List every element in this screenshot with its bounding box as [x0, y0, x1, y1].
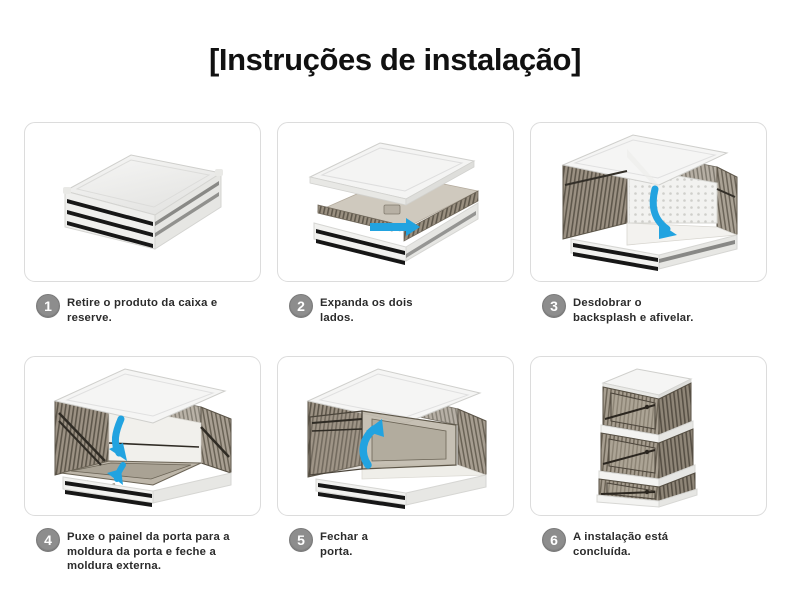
step-caption-2: 2 Expanda os dois lados.: [277, 282, 514, 348]
step-text-6: A instalação está concluída.: [573, 531, 669, 558]
close-door-illustration: [306, 368, 487, 509]
arrow-curve-down-lower-icon: [107, 462, 126, 485]
step-illustration-4: [24, 356, 261, 516]
step-badge-4: 4: [36, 528, 60, 552]
step-cell-2: 2 Expanda os dois lados.: [277, 122, 514, 348]
step-illustration-1: [24, 122, 261, 282]
step-caption-5: 5 Fechar a porta.: [277, 516, 514, 582]
step-text-1: Retire o produto da caixa e reserve.: [67, 297, 218, 324]
step-text-5: Fechar a porta.: [320, 531, 369, 558]
step-badge-6: 6: [542, 528, 566, 552]
pull-door-panel-illustration: [53, 368, 232, 507]
arrow-curve-down-icon: [649, 185, 677, 239]
step-badge-2: 2: [289, 294, 313, 318]
step-badge-1: 1: [36, 294, 60, 318]
step-cell-5: 5 Fechar a porta.: [277, 356, 514, 582]
step-illustration-2: [277, 122, 514, 282]
step-text-4: Puxe o painel da porta para a moldura da…: [67, 531, 230, 572]
step-illustration-5: [277, 356, 514, 516]
flat-packed-box-illustration: [63, 154, 223, 250]
arrow-curve-up-icon: [359, 419, 384, 469]
step-caption-6: 6 A instalação está concluída.: [530, 516, 767, 582]
step-illustration-3: [530, 122, 767, 282]
steps-grid: 1 Retire o produto da caixa e reserve.: [24, 122, 767, 582]
step-caption-4: 4 Puxe o painel da porta para a moldura …: [24, 516, 261, 582]
step-badge-3: 3: [542, 294, 566, 318]
step-cell-4: 4 Puxe o painel da porta para a moldura …: [24, 356, 261, 582]
page-title: [Instruções de instalação]: [208, 42, 582, 77]
three-stacked-boxes-illustration: [596, 368, 698, 508]
step-cell-1: 1 Retire o produto da caixa e reserve.: [24, 122, 261, 348]
step-text-3: Desdobrar o backsplash e afivelar.: [573, 297, 694, 324]
step-cell-6: 6 A instalação está concluída.: [530, 356, 767, 582]
step-badge-5: 5: [289, 528, 313, 552]
step-illustration-6: [530, 356, 767, 516]
step-caption-3: 3 Desdobrar o backsplash e afivelar.: [530, 282, 767, 348]
arrow-right-icon: [370, 218, 420, 236]
step-text-2: Expanda os dois lados.: [320, 297, 413, 324]
step-caption-1: 1 Retire o produto da caixa e reserve.: [24, 282, 261, 348]
arrow-curve-down-upper-icon: [109, 415, 127, 461]
lid-lifted-expand-illustration: [308, 142, 480, 265]
step-cell-3: 3 Desdobrar o backsplash e afivelar.: [530, 122, 767, 348]
unfold-backsplash-illustration: [561, 134, 738, 271]
